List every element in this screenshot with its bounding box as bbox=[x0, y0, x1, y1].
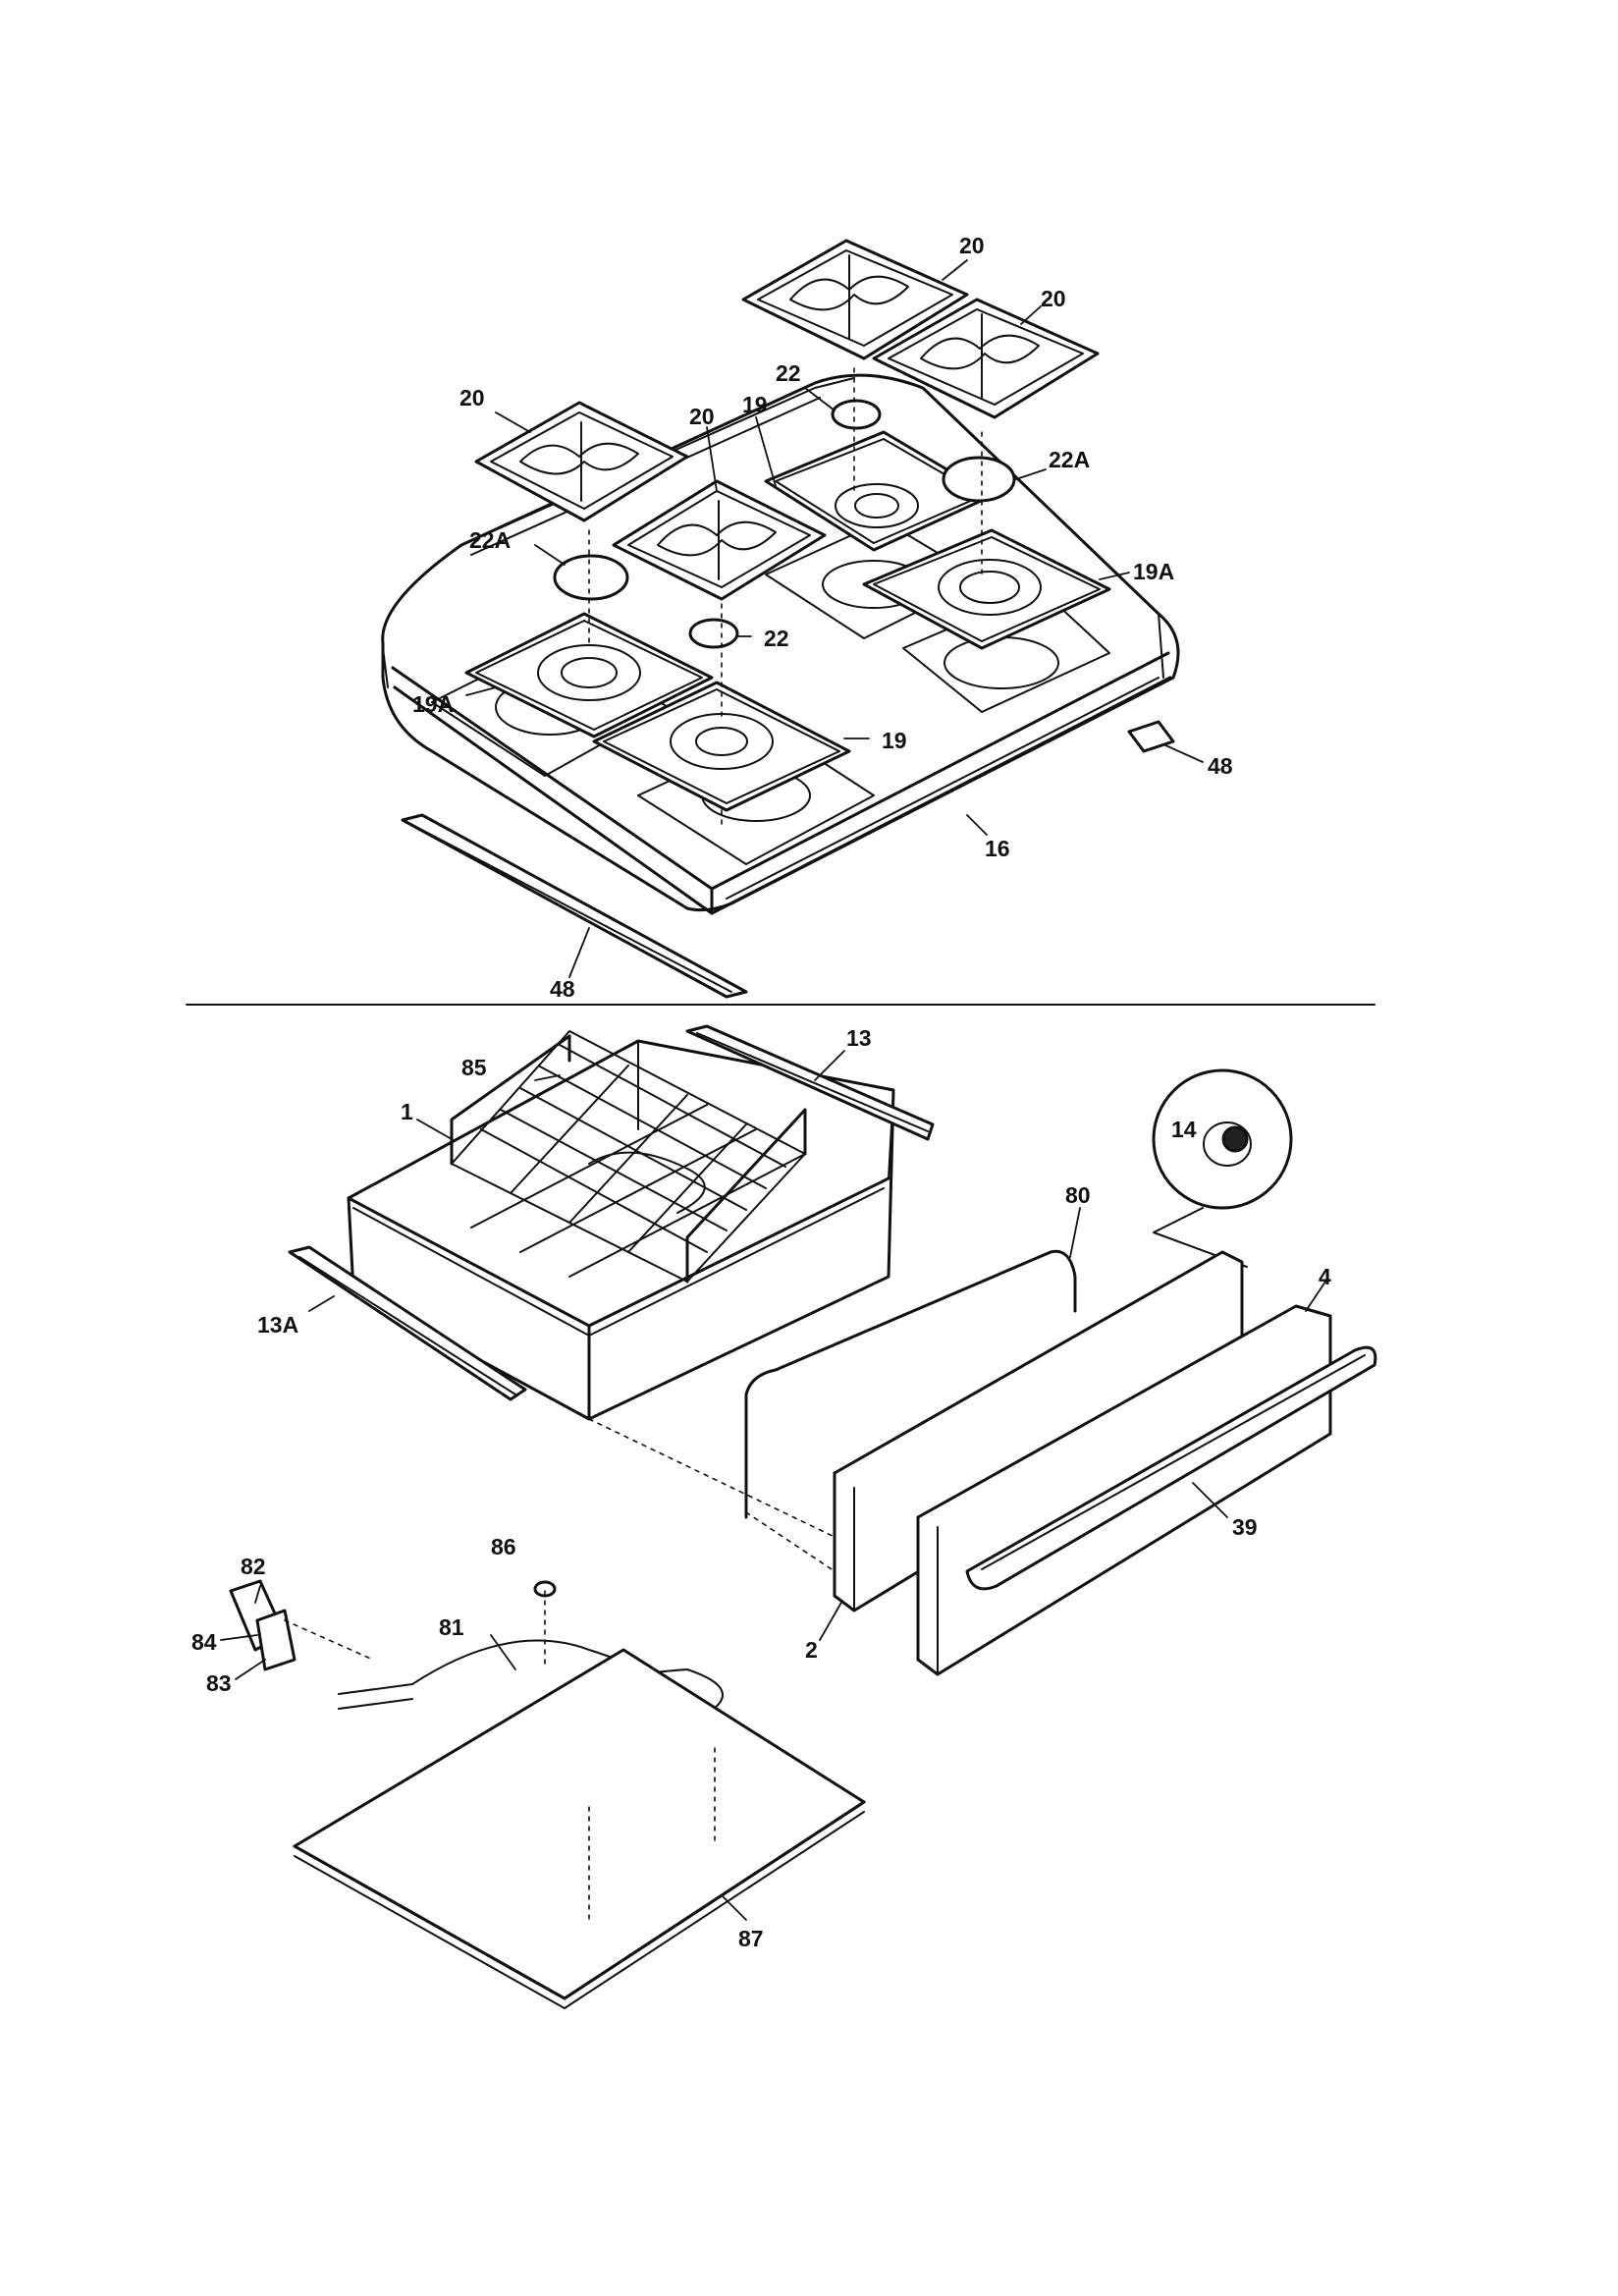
oven-rack bbox=[450, 1030, 807, 1284]
heating-element-80 bbox=[744, 1249, 1077, 1519]
label-grate-4: 20 bbox=[689, 404, 715, 429]
label-cap-22-mid: 22 bbox=[764, 626, 789, 651]
drawer-handle bbox=[965, 1345, 1377, 1591]
drawer-assembly bbox=[220, 1024, 1377, 2009]
burner-cap-22a-left bbox=[553, 554, 629, 601]
burner-cap-22-top bbox=[831, 399, 882, 430]
label-knob-14: 14 bbox=[1171, 1117, 1197, 1142]
drawer-slide-left bbox=[288, 1245, 527, 1401]
label-cap-22a-right: 22A bbox=[1049, 447, 1090, 472]
label-cooktop-16: 16 bbox=[985, 836, 1010, 861]
label-trim-48-right: 48 bbox=[1208, 753, 1233, 779]
drawer-body bbox=[347, 1039, 895, 1421]
label-tray-87: 87 bbox=[738, 1926, 764, 1951]
grate-back bbox=[741, 239, 969, 360]
label-element-80: 80 bbox=[1065, 1182, 1091, 1208]
label-trim-48-bottom: 48 bbox=[550, 976, 575, 1002]
clip-86 bbox=[533, 1580, 557, 1598]
label-slide-13a: 13A bbox=[257, 1312, 298, 1338]
bottom-tray bbox=[293, 1648, 866, 2009]
label-cap-22a-left: 22A bbox=[469, 527, 511, 553]
drawer-front bbox=[916, 1304, 1377, 1676]
label-grate-3: 20 bbox=[459, 385, 485, 410]
label-rack-85: 85 bbox=[461, 1055, 487, 1080]
burner-pan-19a-right bbox=[862, 528, 1111, 650]
burner-cap-22a-right bbox=[942, 456, 1016, 503]
callout-labels: 20 20 20 20 22 22 22A 22A 19 19 19A 19A … bbox=[191, 233, 1331, 1951]
label-bracket-82: 82 bbox=[241, 1554, 266, 1579]
label-cap-22-top: 22 bbox=[776, 360, 801, 386]
label-drawer-1: 1 bbox=[401, 1099, 413, 1124]
label-pan-19-bottom: 19 bbox=[882, 728, 907, 753]
label-inner-panel-2: 2 bbox=[805, 1637, 818, 1663]
label-clip-86: 86 bbox=[491, 1534, 516, 1559]
label-grate-1: 20 bbox=[959, 233, 985, 258]
label-grate-2: 20 bbox=[1041, 286, 1066, 311]
label-pan-19a-right: 19A bbox=[1133, 559, 1174, 584]
trim-strip-bottom bbox=[401, 813, 748, 999]
cooktop-assembly bbox=[381, 239, 1204, 999]
burner-pan-19a-left bbox=[464, 612, 714, 738]
knob-detail bbox=[1152, 1068, 1293, 1268]
burner-cap-22-mid bbox=[688, 618, 739, 649]
label-clip-84: 84 bbox=[191, 1629, 217, 1655]
trim-strip-right bbox=[1127, 720, 1175, 753]
label-bracket-83: 83 bbox=[206, 1670, 232, 1696]
grate-right bbox=[872, 298, 1100, 419]
label-pan-19-top: 19 bbox=[742, 392, 768, 417]
label-pan-19a-left: 19A bbox=[412, 691, 454, 717]
label-slide-13: 13 bbox=[846, 1025, 872, 1051]
label-element-81: 81 bbox=[439, 1614, 464, 1640]
label-handle-39: 39 bbox=[1232, 1514, 1258, 1540]
grate-center bbox=[612, 479, 827, 601]
label-front-4: 4 bbox=[1319, 1264, 1331, 1289]
clip-84 bbox=[255, 1609, 297, 1671]
